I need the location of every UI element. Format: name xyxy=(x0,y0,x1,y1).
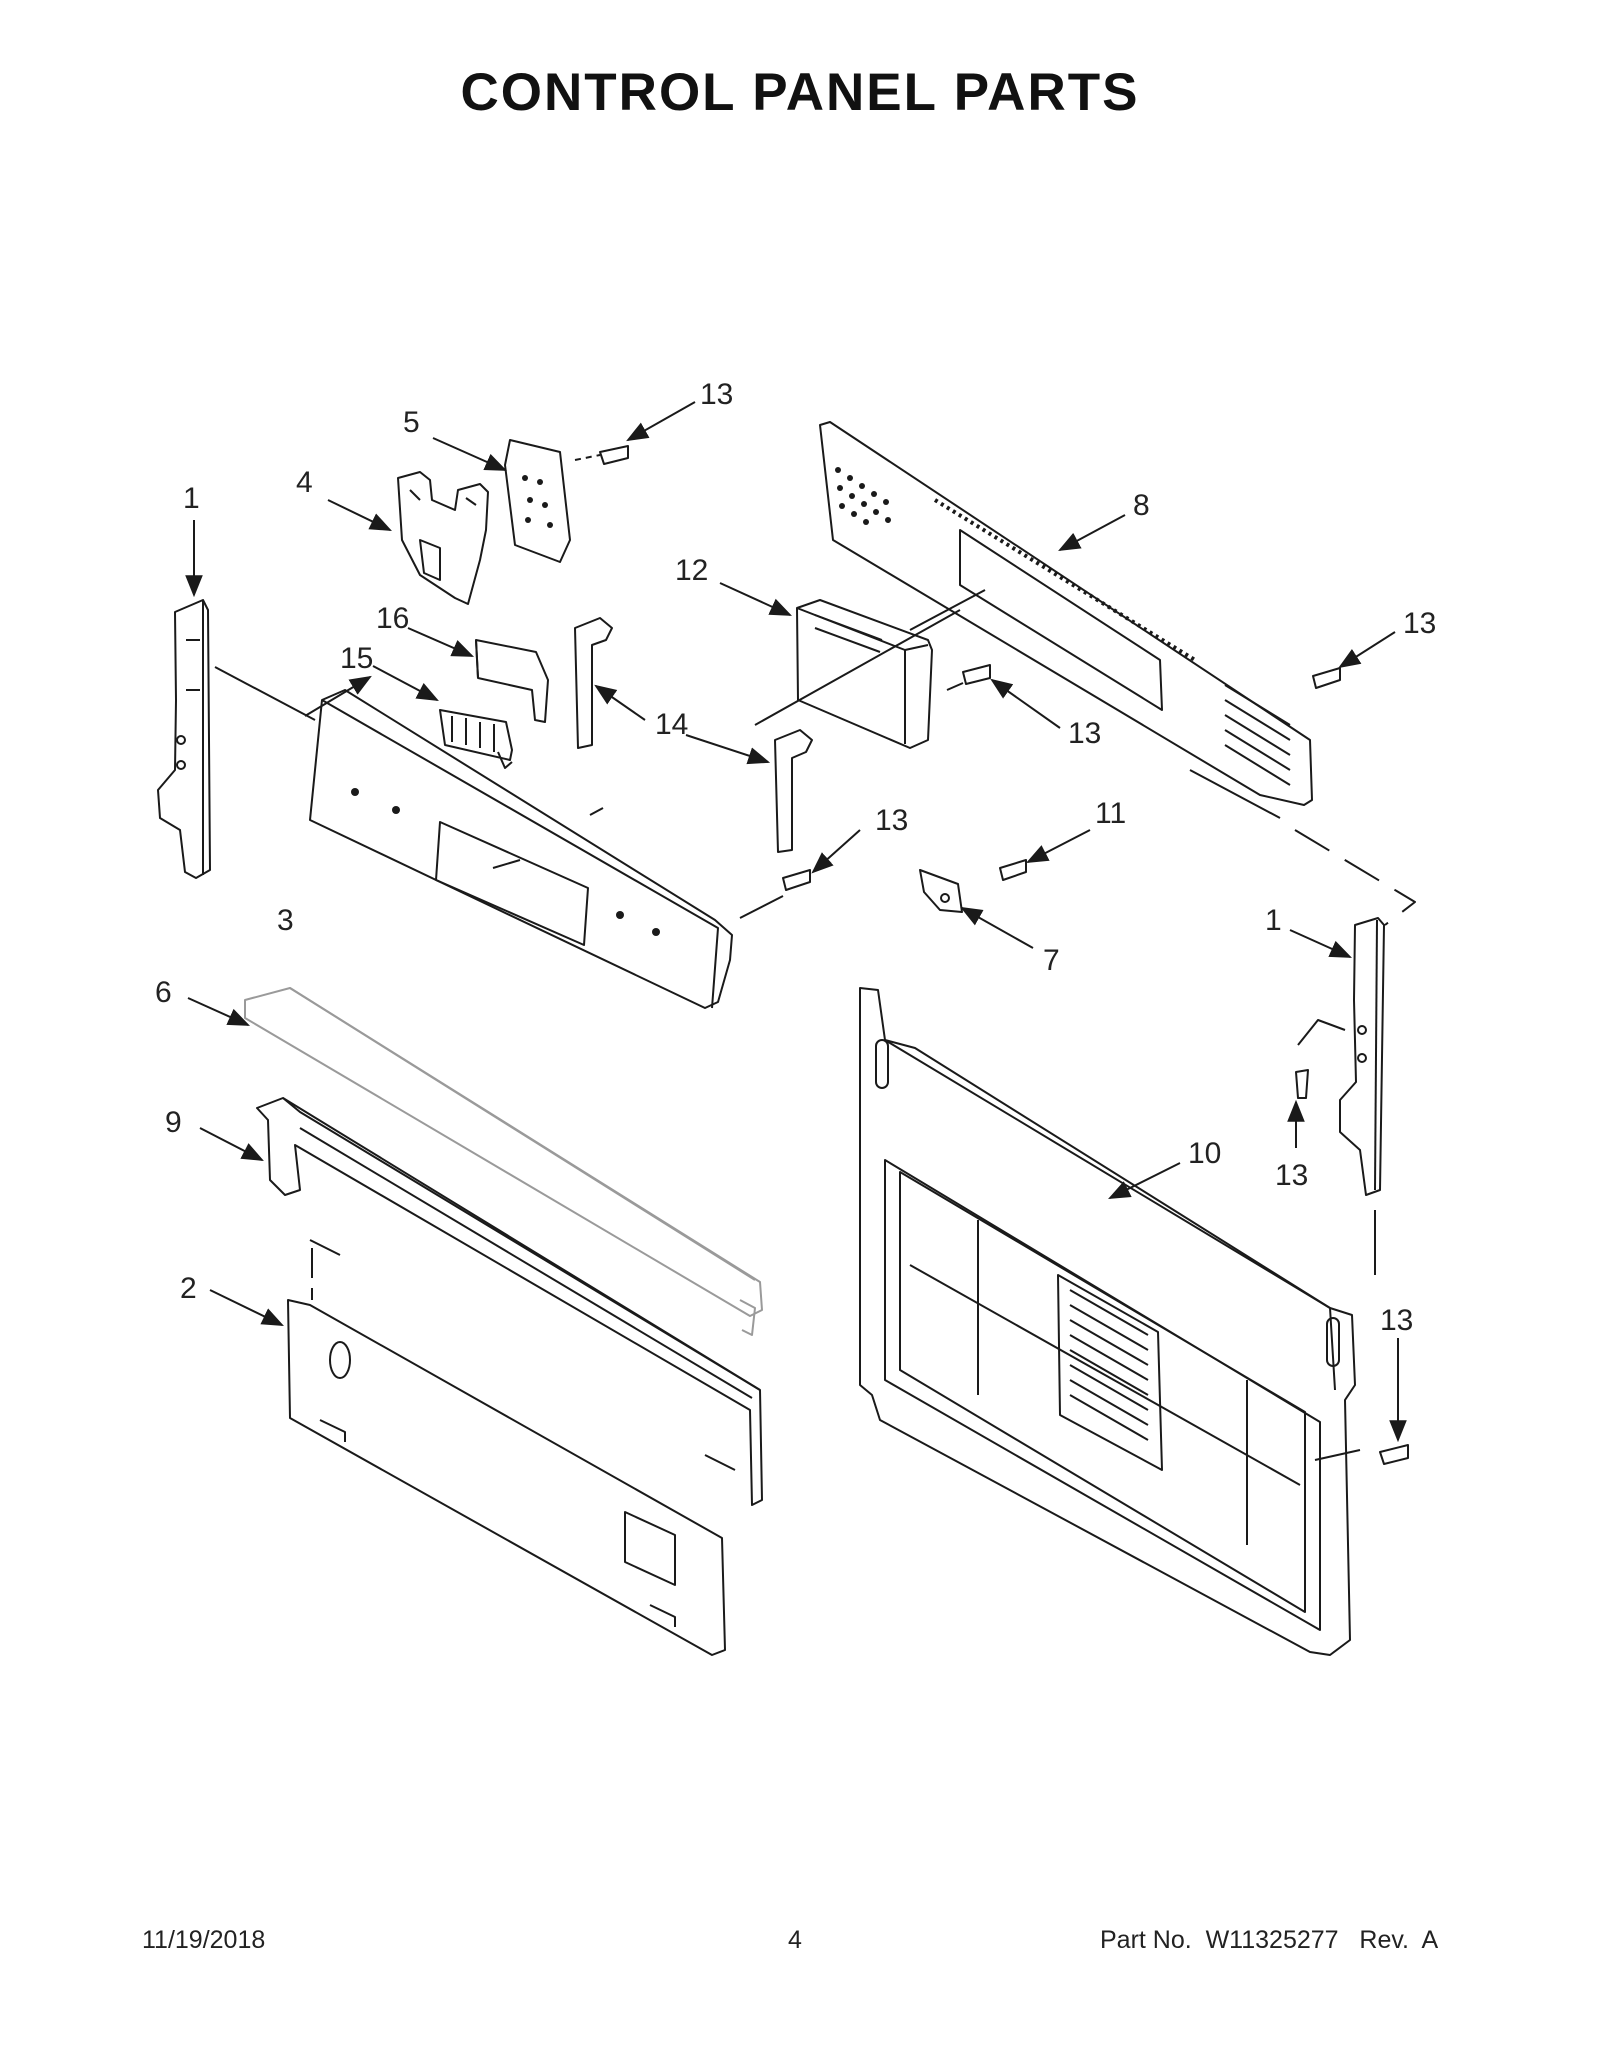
part-3-control-panel xyxy=(309,689,733,1009)
callout-7: 7 xyxy=(1043,944,1060,977)
callout-11: 11 xyxy=(1095,797,1126,830)
callout-13-lower: 13 xyxy=(1275,1159,1308,1192)
callout-13-top: 13 xyxy=(700,378,733,411)
callout-15: 15 xyxy=(340,642,373,675)
callout-3: 3 xyxy=(277,904,294,937)
footer-date: 11/19/2018 xyxy=(142,1926,266,1954)
callout-16: 16 xyxy=(376,602,409,635)
callout-13-center: 13 xyxy=(875,804,908,837)
callout-1-right: 1 xyxy=(1265,904,1282,937)
part-1-left-side-bracket xyxy=(157,599,211,879)
part-9-frame xyxy=(256,1097,763,1506)
callout-13-middle: 13 xyxy=(1068,717,1101,750)
callout-9: 9 xyxy=(165,1106,182,1139)
callout-5: 5 xyxy=(403,406,420,439)
callout-2: 2 xyxy=(180,1272,197,1305)
footer-page-number: 4 xyxy=(788,1926,802,1954)
part-12-display-housing xyxy=(796,599,933,749)
page-title: CONTROL PANEL PARTS xyxy=(460,63,1140,122)
leader-arrows xyxy=(185,401,1407,1443)
callout-14: 14 xyxy=(655,708,688,741)
callouts: 1 4 5 13 8 12 13 16 15 14 13 13 11 3 7 1… xyxy=(155,378,1436,1337)
screws-13 xyxy=(599,445,1409,1465)
part-14-brackets xyxy=(574,617,813,853)
part-2-panel xyxy=(287,1299,726,1656)
part-1-right-side-bracket xyxy=(1339,917,1385,1196)
callout-6: 6 xyxy=(155,976,172,1009)
callout-8: 8 xyxy=(1133,489,1150,522)
callout-4: 4 xyxy=(296,466,313,499)
part-7-clip xyxy=(919,869,963,913)
callout-1-left: 1 xyxy=(183,482,200,515)
callout-10: 10 xyxy=(1188,1137,1221,1170)
footer-part-number: Part No. W11325277 Rev. A xyxy=(1100,1926,1439,1954)
part-5-circuit-board xyxy=(504,439,571,563)
part-15-terminal-block xyxy=(439,709,513,769)
part-10-back-cover xyxy=(859,987,1356,1656)
callout-13-right-top: 13 xyxy=(1403,607,1436,640)
callout-13-bottom-right: 13 xyxy=(1380,1304,1413,1337)
part-8-back-panel xyxy=(819,421,1313,806)
part-16-bracket xyxy=(475,639,549,723)
callout-12: 12 xyxy=(675,554,708,587)
part-4-control-bracket xyxy=(397,471,489,605)
connector-lines xyxy=(214,454,1416,1461)
